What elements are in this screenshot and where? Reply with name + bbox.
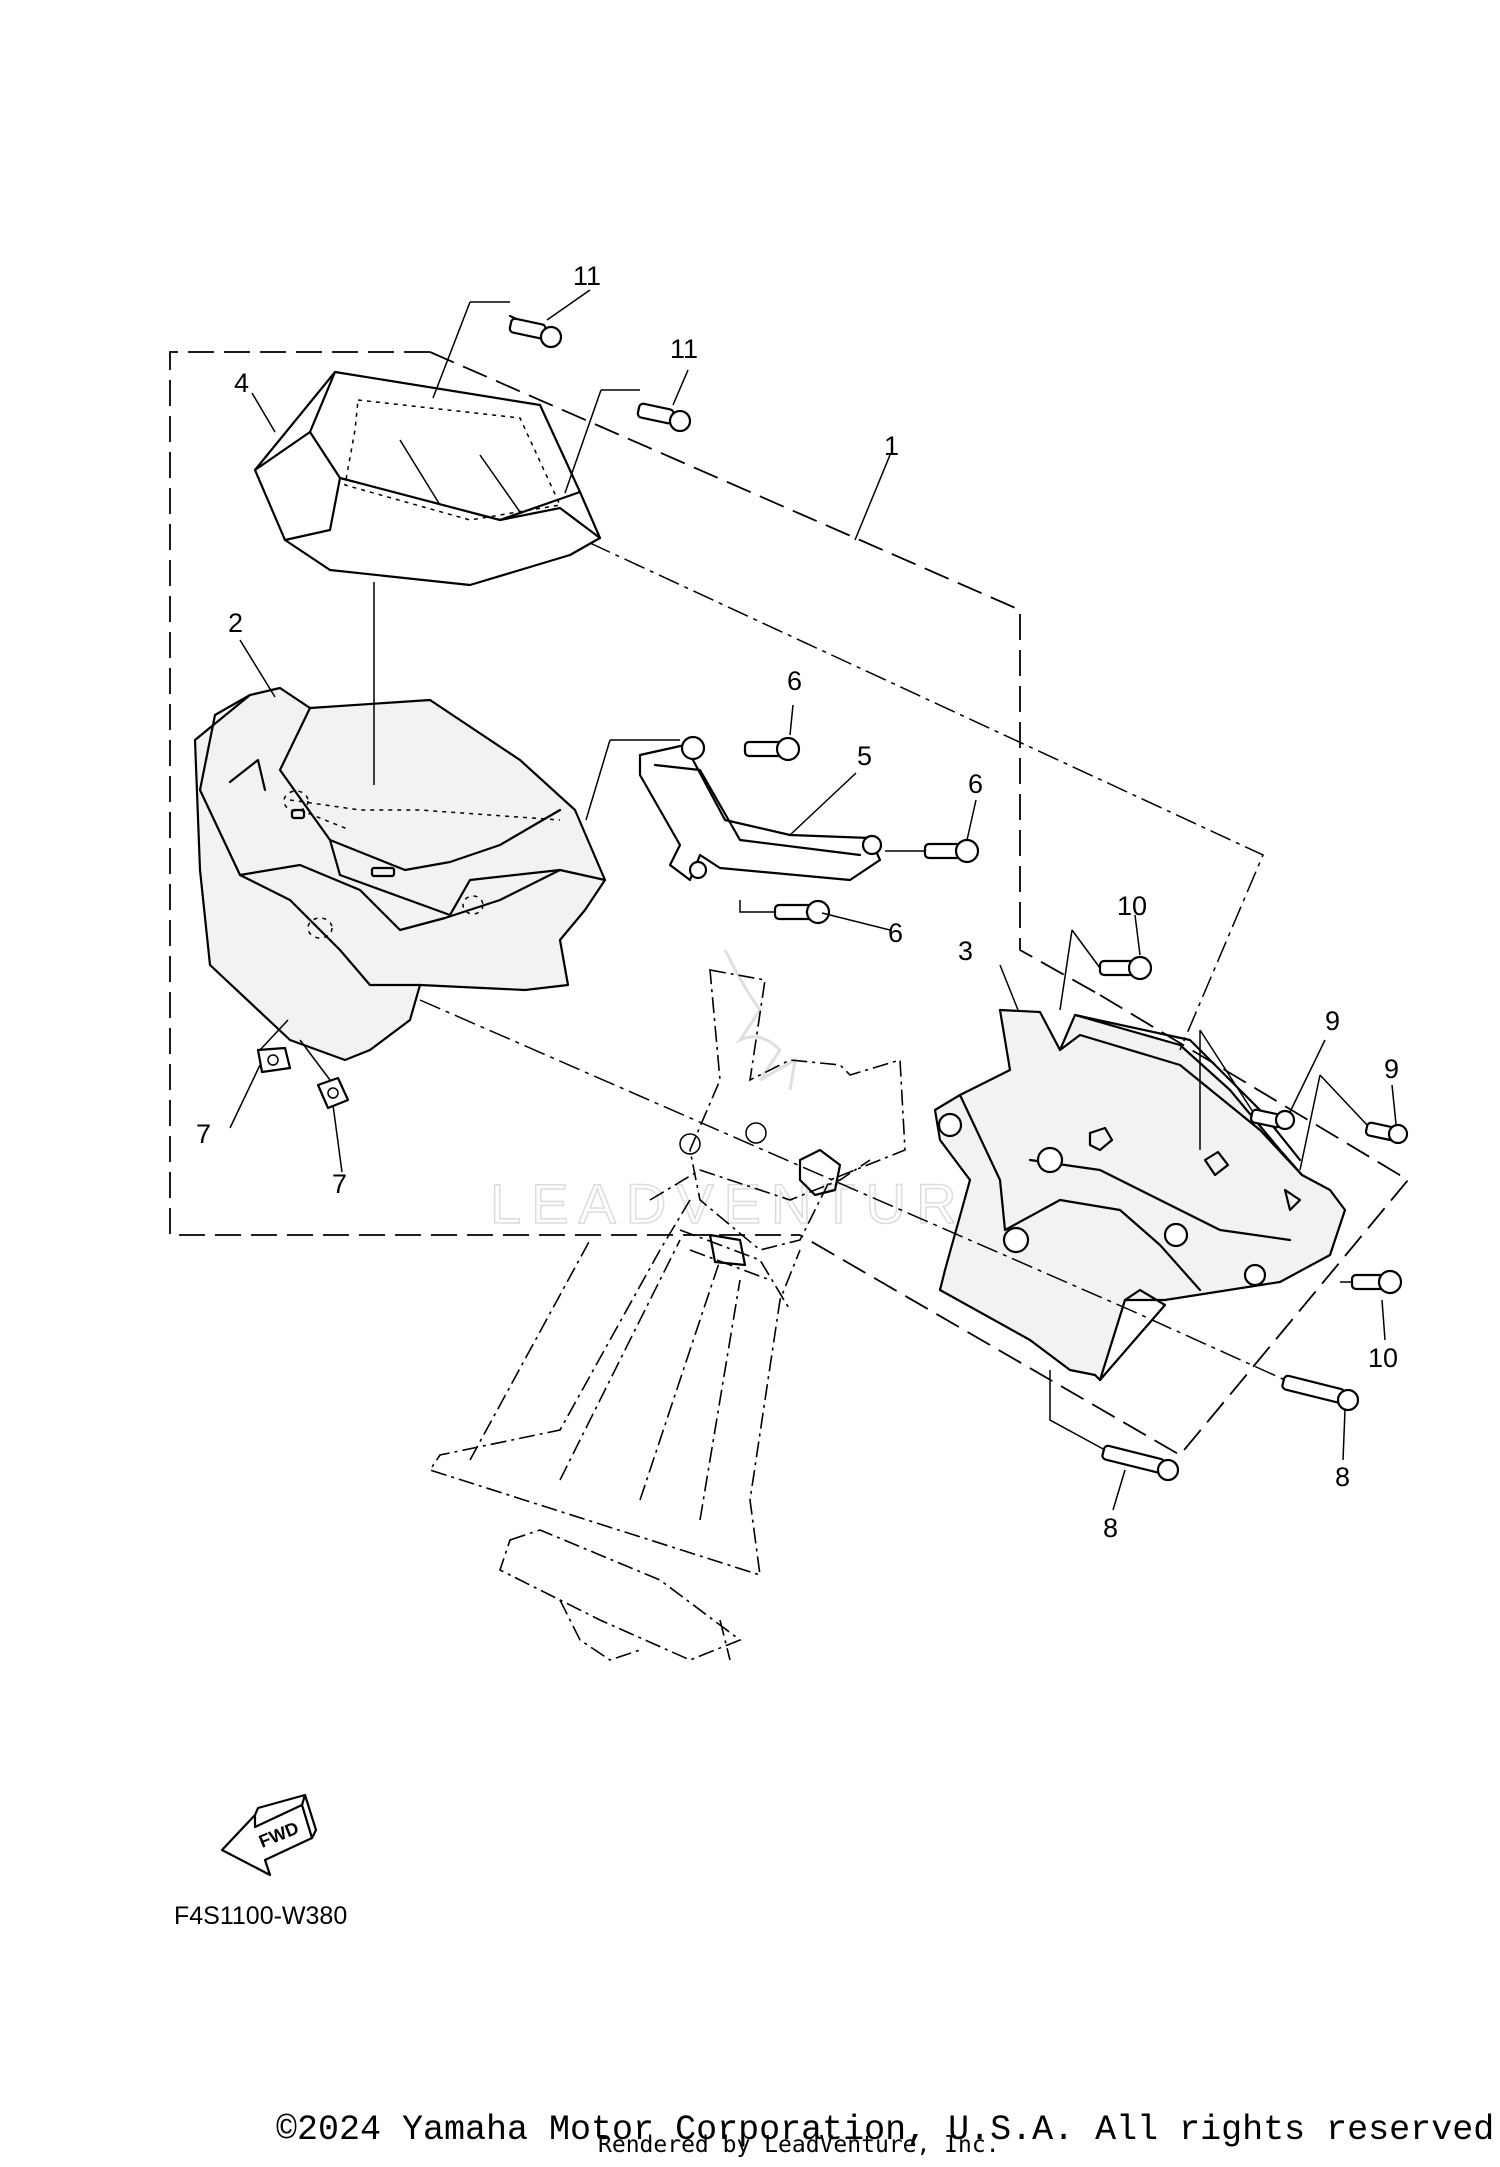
callout-6c: 6 [888,918,903,948]
callout-3: 3 [958,936,973,966]
callout-7b: 7 [332,1169,347,1199]
fwd-arrow-icon: FWD [220,1793,318,1877]
assembly-boundary [169,351,1410,1457]
part-8-bolt-b [1101,1444,1180,1482]
part-9-screw-b [1364,1121,1409,1145]
frame-stay [428,969,906,1661]
part-3-inner-panel [933,1008,1347,1382]
callout-2: 2 [228,608,243,638]
callout-6a: 6 [787,666,802,696]
part-6-screw-a [743,736,801,762]
part-7-nut-a [256,1046,292,1074]
callout-4: 4 [234,368,249,398]
part-11-screw-b [636,402,692,433]
part-5-lens [638,735,883,882]
callout-7a: 7 [196,1119,211,1149]
callout-8b: 8 [1103,1513,1118,1543]
leader-lines [229,289,1397,1511]
rendered-by-credit: Rendered by LeadVenture, Inc. [598,2132,1000,2158]
part-10-screw-b [1350,1269,1403,1295]
callout-9b: 9 [1384,1054,1399,1084]
callout-10b: 10 [1368,1343,1398,1373]
part-10-screw-a [1098,955,1153,981]
part-7-nut-b [316,1076,350,1110]
callout-9a: 9 [1325,1006,1340,1036]
part-8-bolt-a [1281,1374,1360,1412]
callout-6b: 6 [968,769,983,799]
part-11-screw-a [508,314,563,349]
callout-11a: 11 [573,261,601,291]
callout-8a: 8 [1335,1462,1350,1492]
part-9-screw-a [1249,1108,1296,1131]
part-code: F4S1100-W380 [174,1902,348,1930]
part-4-meter-visor [253,370,602,587]
callouts: 11 11 4 1 2 6 5 6 6 10 3 9 9 7 7 10 8 8 [196,261,1399,1543]
callout-5: 5 [857,741,872,771]
part-6-screw-b [923,838,980,864]
watermark-logo: LEADVENTURE [489,949,1014,1236]
callout-1: 1 [884,431,899,461]
watermark-text: LEADVENTURE [490,1172,1014,1235]
part-2-meter-cover [193,686,607,1062]
copyright-notice: ©2024 Yamaha Motor Corporation, U.S.A. A… [276,2110,1500,2150]
callout-10a: 10 [1117,891,1147,921]
part-6-screw-c [773,899,831,925]
callout-11b: 11 [670,334,698,364]
